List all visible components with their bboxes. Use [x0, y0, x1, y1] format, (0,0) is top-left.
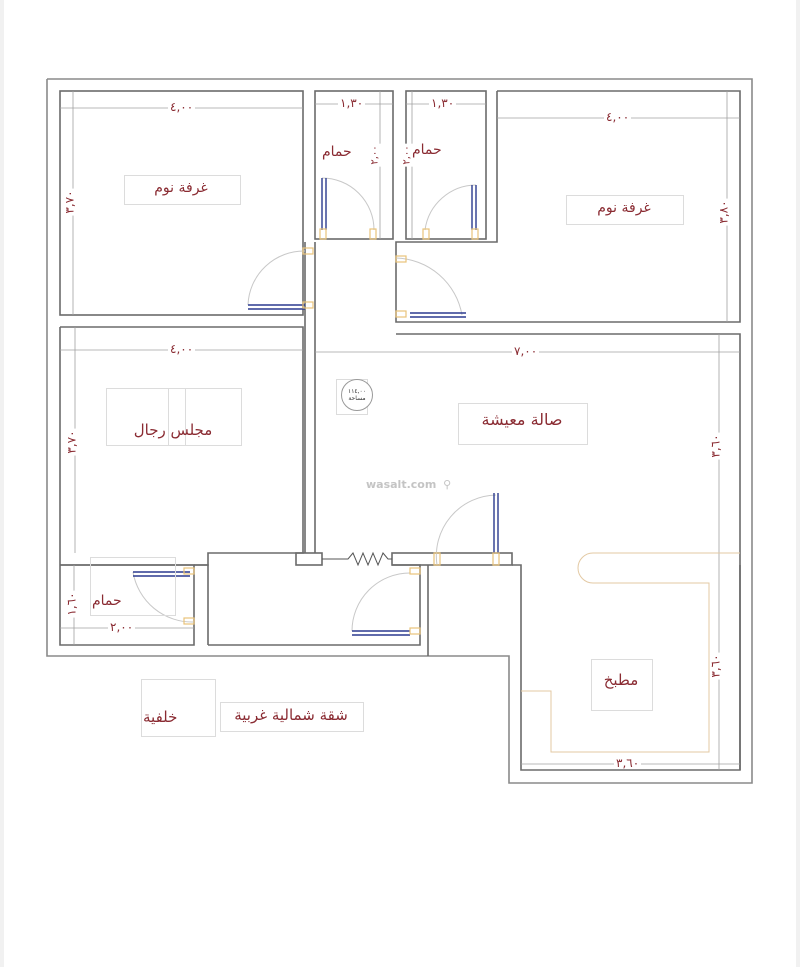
bedroom-1-label: غرفة نوم [154, 180, 208, 196]
bathroom-1-walls [314, 90, 394, 240]
majlis-depth-dim: ٣,٧٠ [64, 428, 79, 456]
page-edge-right [796, 0, 800, 967]
bathroom-1-depth-dim: ٢,٠٠ [369, 143, 381, 167]
page-edge-left [0, 0, 4, 967]
majlis-width-dim: ٤,٠٠ [168, 342, 196, 356]
bathroom-2-label: حمام [412, 142, 442, 158]
area-label: مساحة [348, 395, 366, 402]
living-hall-label: صالة معيشة [481, 410, 563, 429]
bathroom-2-depth-dim: ٢,٠٠ [401, 143, 413, 167]
plan-title: شقة شمالية غربية [234, 706, 348, 724]
living-hall-width-dim: ٧,٠٠ [512, 344, 540, 358]
majlis-walls [60, 326, 304, 566]
title-label-box [220, 702, 364, 732]
area-badge: ١١٤,٠٠ مساحة [341, 379, 373, 411]
watermark-text: wasalt.com [366, 478, 437, 491]
outer-boundary [46, 78, 753, 784]
bathroom-1-width-dim: ١,٣٠ [338, 96, 366, 110]
living-hall-depth-dim: ٣,٦٠ [708, 432, 723, 460]
kitchen-depth-dim: ٣,٦٠ [708, 652, 723, 680]
bedroom-2-label-box [566, 195, 684, 225]
bedroom-2-label: غرفة نوم [597, 200, 651, 216]
majlis-label-divider-box [168, 388, 186, 446]
backside-label-box [141, 679, 216, 737]
bathroom-3-walls [59, 564, 195, 646]
bedroom-2-width-dim: ٤,٠٠ [604, 110, 632, 124]
bathroom-2-walls [405, 90, 487, 240]
majlis-label: مجلس رجال [133, 421, 213, 439]
bathroom-3-width-dim: ٢,٠٠ [108, 620, 136, 634]
watermark: wasalt.com ⚲ [366, 478, 451, 491]
backside-label: خلفية [143, 708, 178, 726]
bedroom-1-width-dim: ٤,٠٠ [168, 100, 196, 114]
bedroom-1-label-box [124, 175, 241, 205]
kitchen-label: مطبخ [603, 671, 639, 689]
bathroom-3-label: حمام [92, 593, 122, 609]
bathroom-3-depth-dim: ١,٦٠ [64, 590, 79, 618]
bedroom-2-walls [395, 90, 741, 323]
kitchen-width-dim: ٣,٦٠ [614, 756, 642, 770]
zigzag-opening [322, 551, 392, 567]
bathroom-2-width-dim: ١,٣٠ [429, 96, 457, 110]
living-hall-label-box [458, 403, 588, 445]
bathroom-3-label-box [90, 557, 176, 616]
bathroom-1-label: حمام [322, 144, 352, 160]
kitchen-label-box [591, 659, 653, 711]
area-value: ١١٤,٠٠ [347, 387, 367, 395]
location-pin-icon: ⚲ [443, 478, 452, 491]
bedroom-1-walls [59, 90, 304, 316]
bedroom-1-depth-dim: ٣,٧٠ [62, 188, 77, 216]
bedroom-2-depth-dim: ٣,٨٠ [716, 198, 731, 226]
